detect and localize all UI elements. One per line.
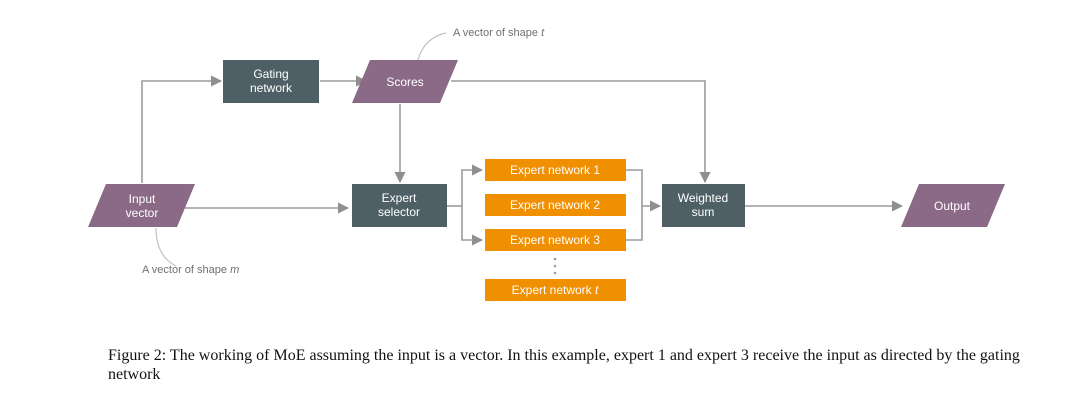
weighted-label-line2: sum <box>692 205 715 219</box>
arrow-scores-to-weighted <box>451 80 711 184</box>
selector-label-line1: Expert <box>382 191 417 205</box>
expert-3-label: Expert network 3 <box>510 233 600 247</box>
expert-t-label: Expert network t <box>512 283 599 297</box>
expert-network-2: Expert network 2 <box>485 194 626 216</box>
weighted-label-line1: Weighted <box>678 191 728 205</box>
expert-1-label: Expert network 1 <box>510 163 600 177</box>
gating-network-box: Gating network <box>223 60 319 103</box>
expert-1-to-merge <box>626 169 643 206</box>
figure-caption: Figure 2: The working of MoE assuming th… <box>108 347 1020 383</box>
input-label-line2: vector <box>126 206 159 220</box>
connectors <box>141 32 904 267</box>
scores-parallelogram: Scores <box>352 60 458 103</box>
input-shape-annotation: A vector of shape m <box>142 264 239 276</box>
expert-2-label: Expert network 2 <box>510 198 600 212</box>
output-label: Output <box>934 199 971 213</box>
gating-label-line2: network <box>250 81 293 95</box>
scores-label: Scores <box>386 75 423 89</box>
expert-3-to-merge <box>626 206 643 241</box>
expert-network-1: Expert network 1 <box>485 159 626 181</box>
selector-label-line2: selector <box>378 205 420 219</box>
arrow-selector-to-expert-1 <box>461 164 484 206</box>
input-vector-parallelogram: Input vector <box>88 184 195 227</box>
arrow-selector-to-expert-3 <box>461 206 484 246</box>
expert-selector-box: Expert selector <box>352 184 447 227</box>
expert-network-t: Expert network t <box>485 279 626 301</box>
weighted-sum-box: Weighted sum <box>662 184 745 227</box>
scores-shape-annotation: A vector of shape t <box>453 27 545 39</box>
ellipsis-dots <box>553 257 557 275</box>
expert-network-3: Expert network 3 <box>485 229 626 251</box>
output-parallelogram: Output <box>901 184 1005 227</box>
arrow-input-to-gating <box>141 75 223 183</box>
leader-scores-shape <box>417 32 447 61</box>
leader-input-shape <box>155 227 177 267</box>
gating-label-line1: Gating <box>253 67 288 81</box>
input-label-line1: Input <box>129 192 156 206</box>
